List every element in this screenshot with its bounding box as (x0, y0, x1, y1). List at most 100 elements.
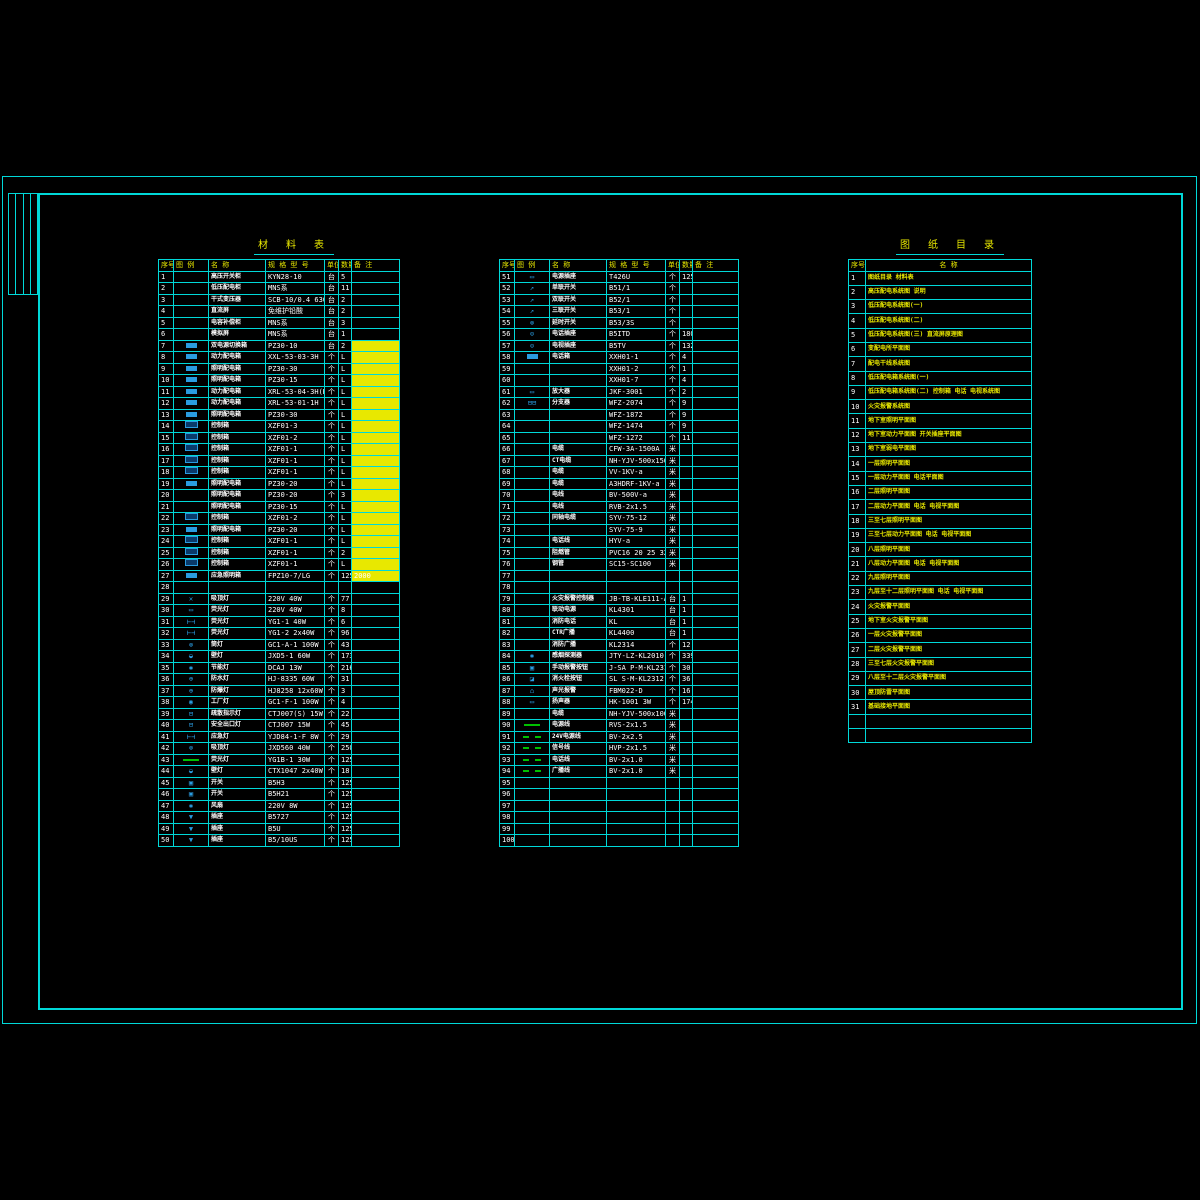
row-seq: 17 (158, 454, 174, 467)
inner-drawing-frame (38, 193, 1183, 1010)
row-drawing-title: 地下室弱电平面图 (865, 442, 1032, 458)
row-qty: 11 (338, 282, 352, 295)
row-seq: 3 (158, 293, 174, 306)
row-spec: A3HDRF-1KV-a (606, 477, 666, 490)
legend-symbol-icon: ⊢⊣ (186, 617, 196, 626)
row-remark (351, 730, 400, 743)
column-header: 数量 (338, 259, 352, 272)
row-qty (679, 719, 693, 732)
row-remark (692, 431, 739, 444)
row-spec: B5U (265, 822, 325, 835)
row-qty: 216 (338, 661, 352, 674)
outer-drawing-frame (2, 176, 1197, 1024)
column-header: 备 注 (351, 259, 400, 272)
row-spec: SCB-10/0.4 630KVA (265, 293, 325, 306)
row-qty: 1 (679, 592, 693, 605)
row-unit: 米 (665, 512, 680, 525)
row-symbol (514, 420, 550, 433)
row-remark (692, 454, 739, 467)
row-seq: 73 (499, 523, 515, 536)
row-unit: 个 (324, 454, 339, 467)
row-remark (351, 615, 400, 628)
legend-symbol-icon (523, 747, 541, 749)
row-seq: 52 (499, 282, 515, 295)
row-seq: 12 (158, 397, 174, 410)
row-remark (692, 604, 739, 617)
row-unit: 个 (324, 799, 339, 812)
row-symbol (173, 500, 209, 513)
row-name (549, 523, 607, 536)
row-seq: 67 (499, 454, 515, 467)
row-unit: 米 (665, 477, 680, 490)
row-unit: 个 (324, 569, 339, 582)
row-seq: 78 (499, 581, 515, 594)
row-symbol: ⊟ (173, 719, 209, 732)
legend-symbol-icon (523, 758, 541, 761)
row-seq: 49 (158, 822, 174, 835)
row-seq: 89 (499, 707, 515, 720)
row-remark (351, 811, 400, 824)
row-unit: 个 (324, 822, 339, 835)
row-spec: FBM022-D (606, 684, 666, 697)
row-seq: 38 (158, 696, 174, 709)
row-drawing-title: 图纸目录 材料表 (865, 270, 1032, 286)
row-unit: 个 (324, 362, 339, 375)
row-name: 壁灯 (208, 765, 266, 778)
legend-symbol-icon: ✱ (188, 663, 194, 672)
row-qty: 125 (338, 569, 352, 582)
row-symbol: ▭ (514, 696, 550, 709)
row-unit (665, 799, 680, 812)
row-drawing-title: 低压配电系统图(二) (865, 313, 1032, 329)
row-seq: 20 (848, 542, 866, 558)
row-name: 扬声器 (549, 696, 607, 709)
row-qty (679, 753, 693, 766)
row-seq: 14 (848, 456, 866, 472)
row-name: 荧光灯 (208, 753, 266, 766)
row-remark (692, 316, 739, 329)
table-row: 45▣开关B5H3个125 (158, 776, 400, 789)
row-seq: 2 (158, 282, 174, 295)
row-seq: 51 (499, 270, 515, 283)
row-unit: 个 (665, 385, 680, 398)
row-unit: 个 (324, 707, 339, 720)
column-header: 图 例 (173, 259, 209, 272)
row-qty: 1 (679, 362, 693, 375)
row-drawing-title: 火灾报警平面图 (865, 599, 1032, 615)
row-spec: KL4301 (606, 604, 666, 617)
row-spec: SYV-75-9 (606, 523, 666, 536)
row-drawing-title: 低压配电系统图(三) 直流屏原理图 (865, 327, 1032, 343)
row-remark (692, 558, 739, 571)
row-qty: 11 (679, 431, 693, 444)
row-qty (679, 500, 693, 513)
row-remark (692, 362, 739, 375)
row-qty (679, 316, 693, 329)
row-spec: FPZ10-7/LG (265, 569, 325, 582)
legend-symbol-icon (184, 444, 198, 451)
row-unit: 台 (665, 627, 680, 640)
row-symbol (173, 454, 209, 467)
legend-symbol-icon: ↗ (529, 295, 535, 304)
row-qty: 6 (338, 615, 352, 628)
row-seq: 9 (158, 362, 174, 375)
row-qty (679, 293, 693, 306)
row-name: 照明配电箱 (208, 500, 266, 513)
legend-symbol-icon (184, 547, 198, 555)
row-drawing-title: 地下室火灾报警平面图 (865, 613, 1032, 629)
row-qty: 125 (338, 834, 352, 847)
row-seq: 76 (499, 558, 515, 571)
row-qty: 125 (338, 799, 352, 812)
row-qty: 339 (679, 650, 693, 663)
row-remark (692, 581, 739, 594)
row-symbol (173, 581, 209, 594)
row-name: 信号线 (549, 742, 607, 755)
